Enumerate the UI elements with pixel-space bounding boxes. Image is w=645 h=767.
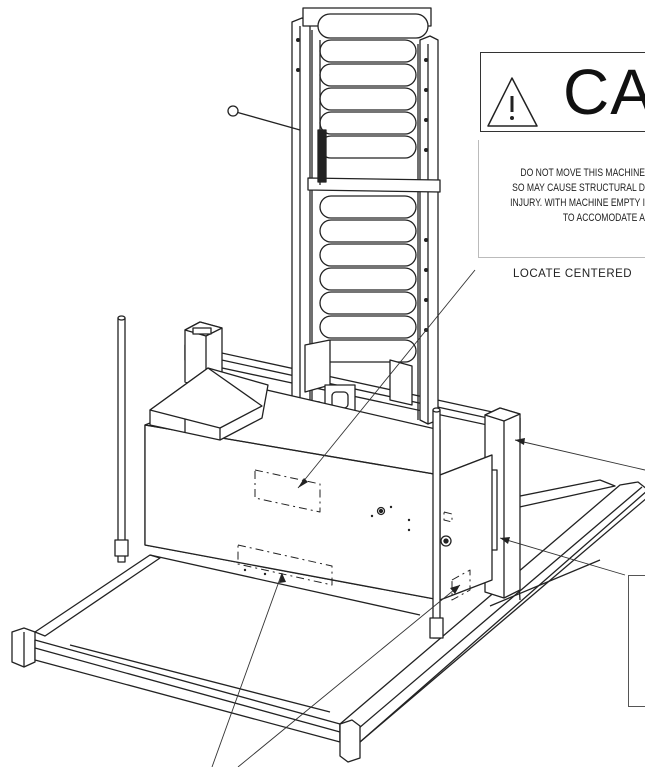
arrow-heads [279,438,525,594]
warning-triangle-icon [487,77,538,127]
seat-pad [149,367,269,441]
warning-line-2: SO MAY CAUSE STRUCTURAL D [512,182,645,194]
warning-line-1: DO NOT MOVE THIS MACHINE [520,167,645,179]
spring-rod [227,40,327,185]
front-poles [114,315,444,639]
caution-panel-frame [478,140,645,258]
caution-word: CAU [563,56,645,128]
leader-lines [211,269,645,767]
ladder-rollers [319,39,417,363]
warning-line-4: TO ACCOMODATE A [562,212,645,224]
callout-box [628,575,645,707]
base-frame [11,479,645,763]
locate-centered-label: LOCATE CENTERED [513,268,633,280]
warning-line-3: INJURY. WITH MACHINE EMPTY I [510,197,645,209]
label-placeholders [237,469,471,601]
caution-header-box: CAU [480,52,645,132]
